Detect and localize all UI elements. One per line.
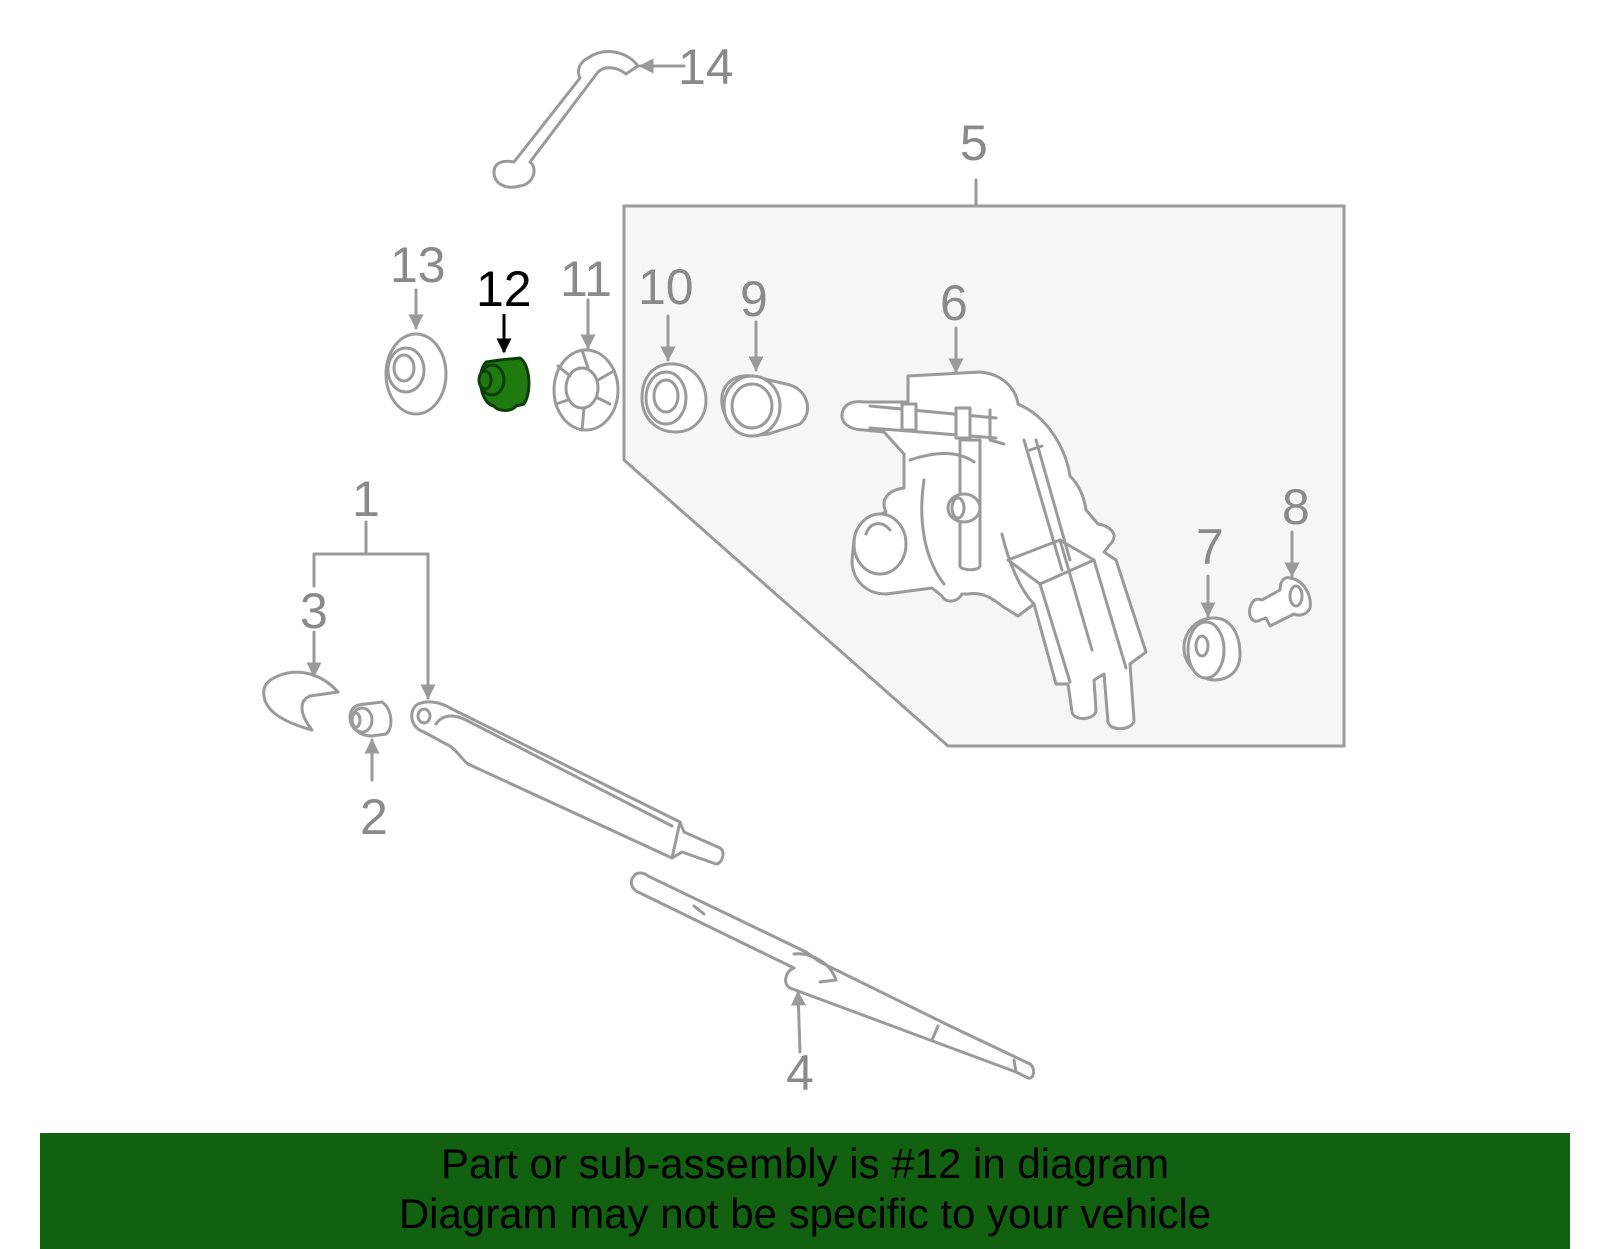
- part-2-nut: [348, 700, 393, 782]
- part-12-nut[interactable]: [477, 314, 531, 412]
- banner-line-disclaimer: Diagram may not be specific to your vehi…: [398, 1190, 1212, 1237]
- part-7-grommet: [1182, 574, 1242, 682]
- part-11-grommet: [552, 298, 620, 432]
- callout-14: 14: [678, 39, 734, 95]
- callout-8: 8: [1282, 479, 1310, 535]
- part-8-bolt: [1248, 530, 1312, 628]
- callout-7: 7: [1196, 519, 1224, 575]
- callout-9: 9: [740, 271, 768, 327]
- bracket-1: [312, 520, 436, 700]
- banner-line-part: Part or sub-assembly is #12 in diagram: [440, 1140, 1170, 1187]
- part-4-wiper-blade: [629, 871, 1036, 1080]
- part-6-wiper-motor: [840, 326, 1148, 730]
- part-14-linkage: [492, 50, 686, 189]
- callout-3: 3: [300, 583, 328, 639]
- callout-5: 5: [960, 115, 988, 171]
- part-9-seal: [720, 320, 809, 438]
- part-10-bushing: [640, 314, 708, 434]
- part-13-cap: [384, 288, 448, 416]
- callout-2: 2: [360, 789, 388, 845]
- callout-11: 11: [560, 251, 612, 307]
- info-banner: Part or sub-assembly is #12 in diagram D…: [40, 1133, 1570, 1249]
- part-1-wiper-arm: [410, 700, 725, 866]
- callout-4: 4: [786, 1045, 814, 1101]
- callout-1: 1: [352, 471, 380, 527]
- callout-6: 6: [940, 275, 968, 331]
- part-3-cover: [262, 630, 340, 732]
- callout-12[interactable]: 12: [476, 261, 532, 317]
- callout-13: 13: [390, 237, 446, 293]
- callout-10: 10: [638, 259, 694, 315]
